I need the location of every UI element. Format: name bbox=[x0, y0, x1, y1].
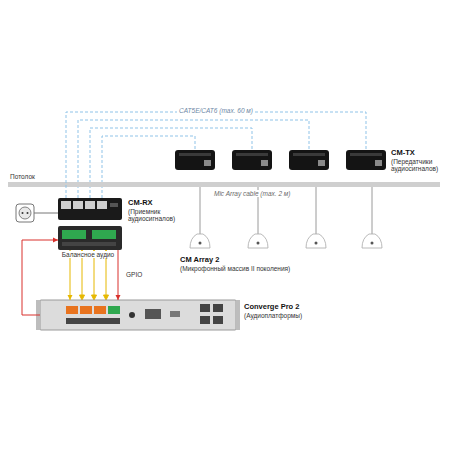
receiver-node: CM-RX(Приемник аудиосигналов) bbox=[58, 198, 122, 250]
audio-platform bbox=[236, 300, 240, 330]
audio-arrow bbox=[82, 255, 83, 295]
audio-platform bbox=[145, 309, 161, 319]
device-description: (Аудиоплатформы) bbox=[244, 312, 364, 319]
receiver-device bbox=[58, 226, 122, 250]
connector-label: GPIO bbox=[124, 271, 144, 278]
mic-array bbox=[190, 187, 382, 248]
receiver-device bbox=[97, 201, 107, 209]
mic-array bbox=[248, 234, 268, 248]
transmitter-box bbox=[232, 150, 272, 170]
audio-platform bbox=[36, 300, 240, 330]
transmitter-box bbox=[261, 160, 268, 166]
audio-platform bbox=[80, 306, 92, 314]
audio-platform bbox=[200, 304, 210, 312]
device-label: Converge Pro 2(Аудиоплатформы) bbox=[244, 303, 364, 319]
transmitter-box bbox=[375, 160, 382, 166]
cat-cable bbox=[66, 112, 366, 198]
audio-platform bbox=[66, 306, 78, 314]
audio-platform bbox=[170, 311, 180, 317]
control-link bbox=[22, 238, 58, 316]
mic-array bbox=[190, 234, 210, 248]
platform-node: Converge Pro 2(Аудиоплатформы) bbox=[40, 300, 236, 330]
transmitter-box bbox=[204, 160, 211, 166]
audio-platform bbox=[66, 318, 120, 324]
audio-arrow bbox=[92, 295, 97, 300]
receiver-device bbox=[58, 198, 122, 220]
audio-platform bbox=[213, 316, 223, 324]
audio-platform bbox=[108, 306, 120, 314]
mic-array bbox=[306, 234, 326, 248]
gpio-link bbox=[118, 250, 119, 300]
transmitter-box bbox=[293, 153, 325, 156]
power-outlet bbox=[16, 204, 58, 222]
connector-label: Балансное аудио bbox=[60, 251, 116, 258]
audio-platform bbox=[40, 300, 236, 330]
device-name: CM-TX bbox=[391, 149, 449, 158]
ceiling-bar bbox=[8, 182, 440, 187]
transmitter-box bbox=[179, 153, 211, 156]
receiver-device bbox=[58, 198, 122, 250]
device-description: (Приемник аудиосигналов) bbox=[128, 208, 200, 223]
receiver-device bbox=[61, 201, 71, 209]
receiver-device bbox=[92, 230, 116, 239]
arrowhead bbox=[53, 238, 58, 243]
device-label: CM-TX(Передатчики аудиосигналов) bbox=[391, 149, 449, 173]
device-label: CM-RX(Приемник аудиосигналов) bbox=[128, 199, 200, 223]
mic-array bbox=[315, 242, 318, 245]
cat-cable bbox=[66, 112, 366, 198]
gpio-link bbox=[116, 250, 121, 300]
transmitter-node: CM-TX(Передатчики аудиосигналов) bbox=[346, 150, 386, 170]
receiver-device bbox=[73, 201, 83, 209]
arrowhead bbox=[116, 295, 121, 300]
audio-platform bbox=[200, 316, 210, 324]
receiver-device bbox=[85, 201, 95, 209]
power-outlet bbox=[19, 207, 31, 219]
power-outlet bbox=[34, 213, 58, 214]
device-name: CM-RX bbox=[128, 199, 200, 208]
receiver-device bbox=[110, 203, 118, 207]
control-link bbox=[22, 240, 58, 315]
transmitter-box bbox=[236, 153, 268, 156]
receiver-device bbox=[62, 230, 86, 239]
power-outlet bbox=[27, 212, 29, 214]
transmitter-box bbox=[318, 160, 325, 166]
audio-arrow bbox=[94, 255, 95, 295]
mic-array bbox=[200, 187, 201, 234]
mic-array bbox=[257, 242, 260, 245]
cat-cable bbox=[90, 128, 252, 198]
mic-array bbox=[371, 242, 374, 245]
mic-array bbox=[316, 187, 317, 234]
device-description: (Передатчики аудиосигналов) bbox=[391, 158, 449, 173]
transmitter-box bbox=[175, 150, 215, 170]
audio-platform bbox=[213, 304, 223, 312]
ceiling-label: Потолок bbox=[10, 173, 35, 180]
device-name: Converge Pro 2 bbox=[244, 303, 364, 312]
connector-label: CAT5E/CAT6 (max. 60 м) bbox=[177, 107, 255, 114]
mic-description: (Микрофонный массив II поколения) bbox=[180, 265, 290, 272]
audio-arrow bbox=[106, 255, 107, 295]
cable-note: Mic Array cable (max. 2 м) bbox=[212, 190, 292, 197]
mic-array bbox=[372, 187, 373, 234]
mic-name: CM Array 2 bbox=[180, 256, 219, 265]
arrowhead bbox=[68, 295, 73, 300]
mic-array bbox=[362, 234, 382, 248]
audio-arrow bbox=[104, 295, 109, 300]
power-outlet bbox=[16, 204, 34, 222]
mic-array bbox=[199, 242, 202, 245]
transmitter-box bbox=[289, 150, 329, 170]
transmitter-box bbox=[175, 150, 386, 170]
transmitter-box bbox=[350, 153, 382, 156]
receiver-device bbox=[62, 242, 116, 246]
transmitter-box bbox=[346, 150, 386, 170]
audio-platform bbox=[94, 306, 106, 314]
audio-platform bbox=[129, 312, 135, 318]
power-outlet bbox=[22, 212, 24, 214]
audio-arrow bbox=[80, 295, 85, 300]
